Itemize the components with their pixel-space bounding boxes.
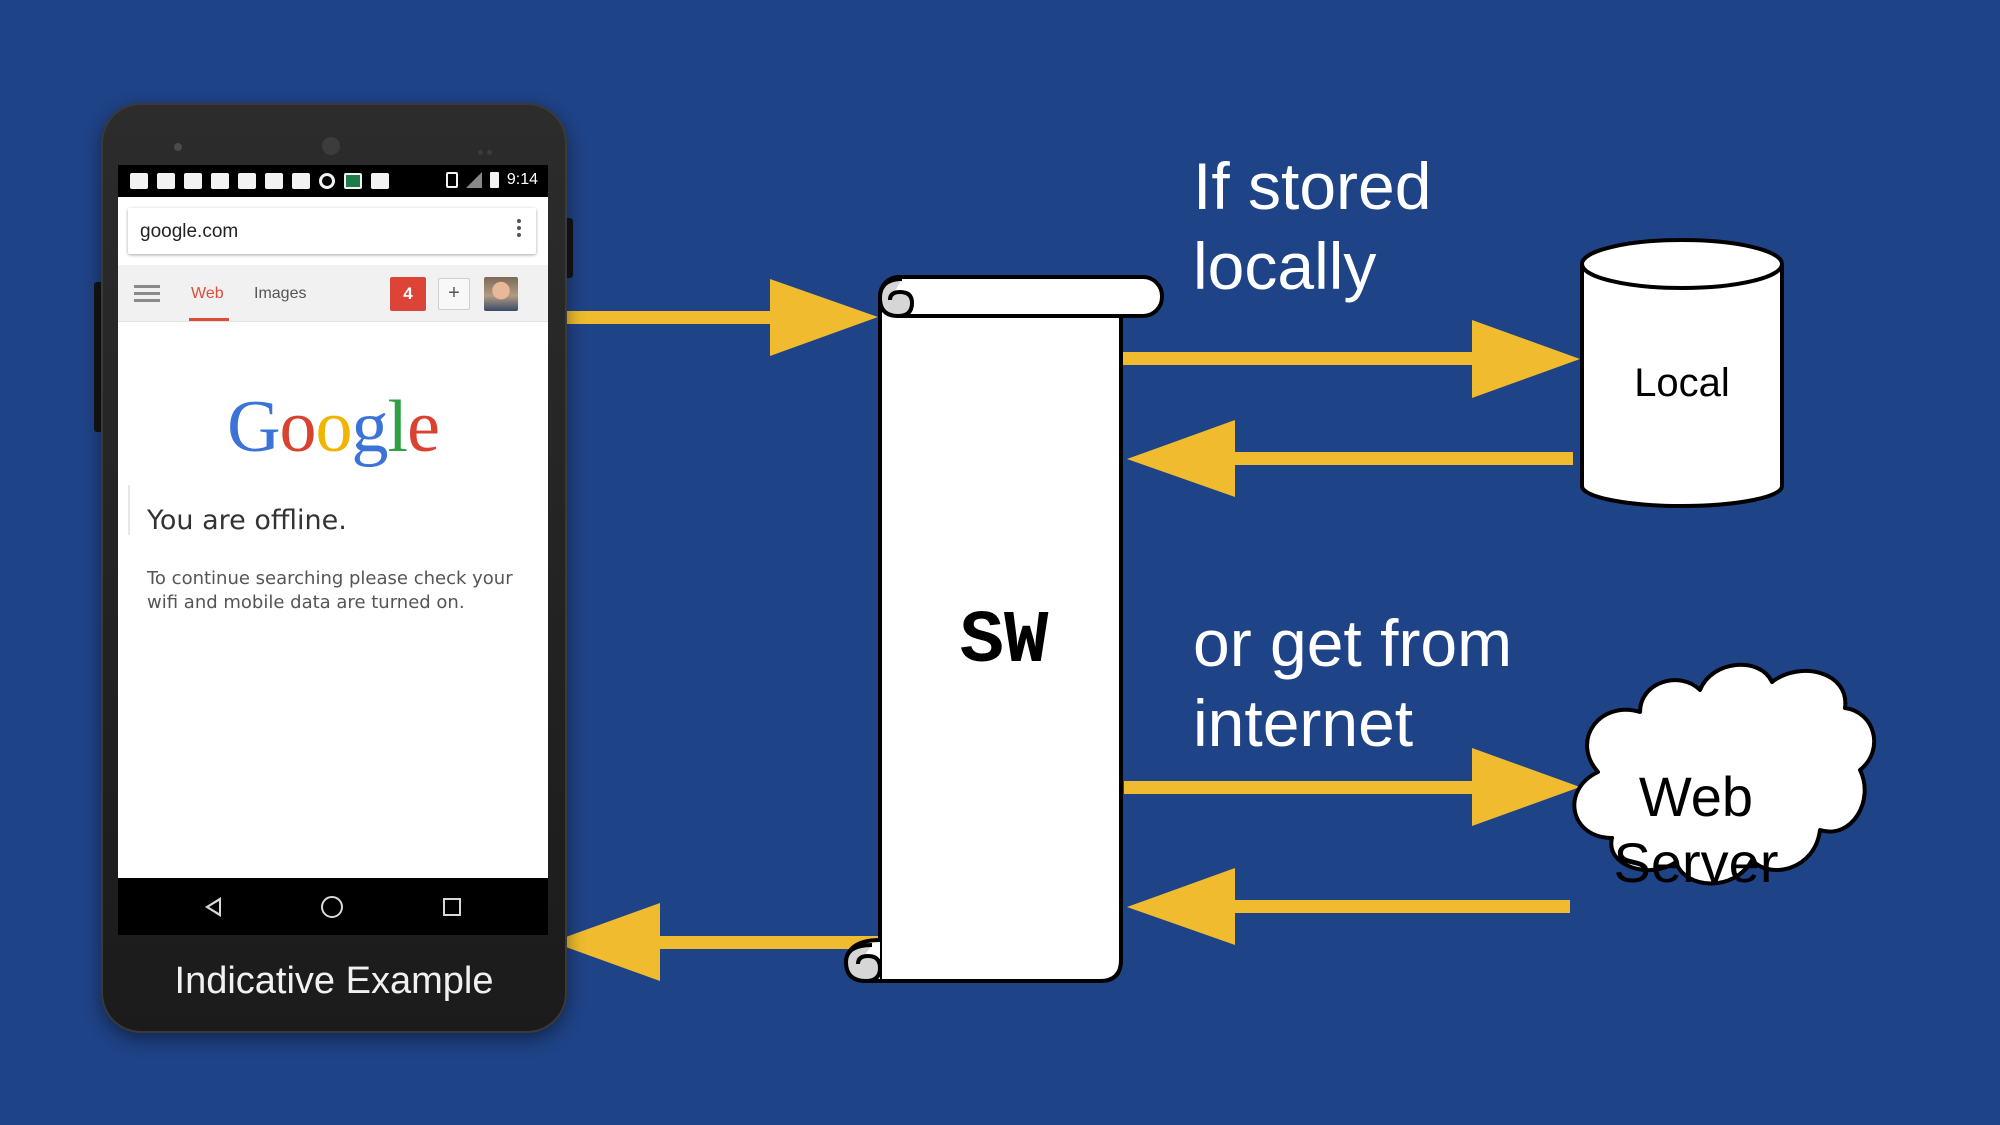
phone-power-button bbox=[566, 218, 573, 278]
network-label-line: internet bbox=[1193, 686, 1414, 760]
hangouts-icon bbox=[130, 173, 148, 189]
gmail-icon bbox=[238, 173, 256, 189]
back-icon[interactable] bbox=[205, 897, 221, 917]
overflow-menu-icon[interactable] bbox=[516, 219, 522, 243]
battery-icon bbox=[489, 172, 499, 188]
h-app-icon bbox=[344, 173, 362, 189]
google-logo-letter: l bbox=[387, 386, 409, 468]
recent-apps-icon[interactable] bbox=[443, 898, 461, 916]
front-camera bbox=[174, 143, 182, 151]
google-logo-letter: G bbox=[227, 386, 280, 468]
google-logo-letter: g bbox=[351, 386, 389, 468]
status-bar: 9:14 bbox=[118, 165, 548, 197]
signal-icon bbox=[465, 172, 482, 188]
local-storage-label: Local bbox=[1634, 361, 1730, 405]
phone-screen: 9:14 google.com Web Images 4 + Google Yo… bbox=[118, 165, 548, 935]
arrow-local-to-sw bbox=[1127, 420, 1573, 497]
active-tab-indicator bbox=[189, 318, 229, 321]
google-logo-letter: o bbox=[315, 386, 353, 468]
arrow-server-to-sw bbox=[1127, 868, 1570, 945]
phone-caption: Indicative Example bbox=[174, 960, 494, 1002]
tab-web[interactable]: Web bbox=[191, 285, 224, 302]
mail-icon bbox=[265, 173, 283, 189]
home-icon[interactable] bbox=[321, 896, 343, 918]
avatar[interactable] bbox=[484, 277, 518, 311]
status-right: 9:14 bbox=[445, 171, 538, 189]
web-server-cloud bbox=[1572, 662, 1877, 886]
arrow-sw-to-server bbox=[1124, 748, 1580, 826]
image-icon bbox=[371, 173, 389, 189]
search-tabs-row: Web Images 4 + bbox=[118, 265, 548, 322]
arrow-sw-to-phone bbox=[552, 903, 882, 981]
phone-volume-button bbox=[94, 282, 101, 432]
vibrate-icon bbox=[445, 172, 458, 188]
offline-divider bbox=[128, 485, 130, 535]
cache-label: If stored locally bbox=[1193, 146, 1431, 306]
arrow-phone-to-sw bbox=[548, 279, 878, 356]
service-worker-label: SW bbox=[959, 600, 1049, 684]
local-storage-cylinder bbox=[1580, 238, 1784, 508]
address-bar[interactable]: google.com bbox=[128, 208, 536, 254]
notification-badge[interactable]: 4 bbox=[390, 277, 426, 311]
web-server-label-line: Server bbox=[1613, 831, 1779, 894]
tab-images[interactable]: Images bbox=[254, 285, 307, 302]
web-server-label: Web Server bbox=[1561, 764, 1831, 896]
address-text: google.com bbox=[140, 221, 239, 242]
sync-icon bbox=[319, 173, 335, 189]
network-label-line: or get from bbox=[1193, 606, 1513, 680]
sw-scroll bbox=[844, 275, 1164, 983]
google-logo-letter: o bbox=[279, 386, 317, 468]
notification-icons bbox=[130, 172, 389, 190]
share-plus-button[interactable]: + bbox=[438, 278, 470, 310]
cache-label-line: If stored bbox=[1193, 149, 1432, 223]
status-time: 9:14 bbox=[506, 171, 538, 188]
calendar-icon bbox=[157, 173, 175, 189]
network-label: or get from internet bbox=[1193, 603, 1512, 763]
proximity-sensors bbox=[478, 142, 500, 155]
twitter-icon bbox=[211, 173, 229, 189]
game-icon bbox=[292, 173, 310, 189]
google-logo: Google bbox=[118, 385, 548, 470]
earpiece-speaker bbox=[318, 133, 344, 159]
facebook-icon bbox=[184, 173, 202, 189]
offline-title: You are offline. bbox=[147, 505, 347, 536]
google-logo-letter: e bbox=[407, 386, 440, 468]
hamburger-menu-icon[interactable] bbox=[134, 285, 160, 303]
cache-label-line: locally bbox=[1193, 229, 1377, 303]
offline-message: To continue searching please check your … bbox=[147, 568, 513, 613]
arrow-sw-to-local bbox=[1120, 320, 1580, 398]
web-server-label-line: Web bbox=[1638, 765, 1754, 828]
android-nav-bar bbox=[118, 878, 548, 935]
